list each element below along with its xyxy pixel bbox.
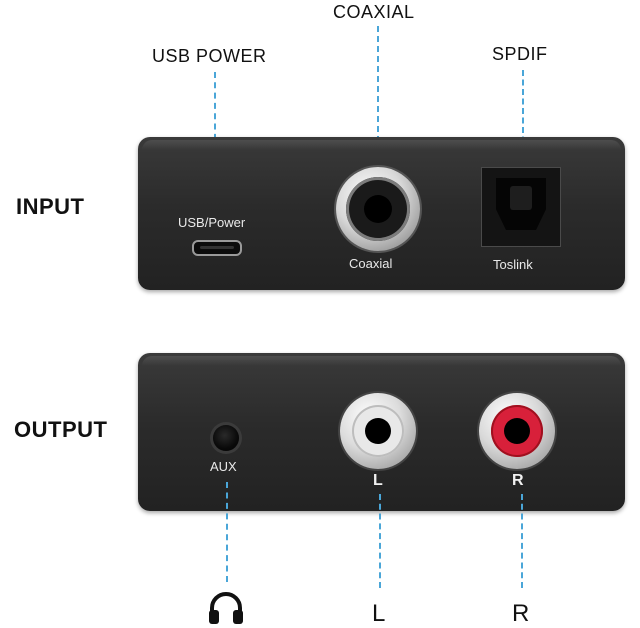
aux-callout-line bbox=[226, 482, 228, 582]
aux-output-jack bbox=[213, 425, 239, 451]
coaxial-port-label: Coaxial bbox=[349, 256, 393, 271]
output-section-label: OUTPUT bbox=[14, 417, 108, 442]
rca-left-port-label: L bbox=[373, 472, 383, 489]
output-device-panel: AUX L R bbox=[138, 353, 625, 511]
coaxial-callout-label: COAXIAL bbox=[333, 2, 415, 22]
bottom-left-label: L bbox=[372, 600, 386, 627]
coaxial-callout-line bbox=[377, 26, 379, 152]
input-section-label: INPUT bbox=[16, 194, 85, 219]
toslink-port-label: Toslink bbox=[493, 257, 533, 272]
right-callout-line bbox=[521, 494, 523, 588]
spdif-callout-line bbox=[522, 70, 524, 152]
spdif-callout-label: SPDIF bbox=[492, 44, 548, 64]
coaxial-input-jack bbox=[336, 167, 420, 251]
left-callout-line bbox=[379, 494, 381, 588]
rca-right-port-label: R bbox=[512, 472, 524, 489]
bottom-right-label: R bbox=[512, 600, 530, 627]
usb-power-callout-label: USB POWER bbox=[152, 46, 267, 66]
usb-power-port-label: USB/Power bbox=[178, 215, 246, 230]
aux-port-label: AUX bbox=[210, 459, 237, 474]
toslink-optical-port bbox=[481, 167, 561, 247]
rca-left-output-jack bbox=[340, 393, 416, 469]
usb-power-port bbox=[192, 240, 242, 256]
headphones-icon bbox=[209, 592, 243, 624]
rca-right-output-jack bbox=[479, 393, 555, 469]
input-device-panel: USB/Power Coaxial Toslink bbox=[138, 137, 625, 290]
